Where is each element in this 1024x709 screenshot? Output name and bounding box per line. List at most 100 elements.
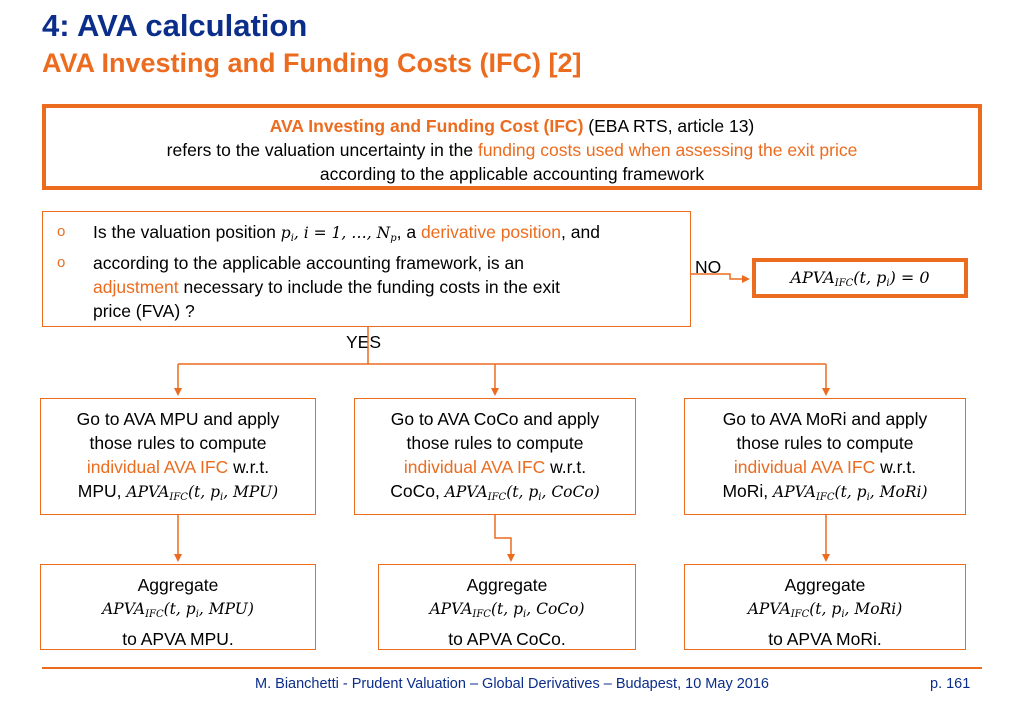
agg-box-formula: APVAIFC(t, pi, MoRi) xyxy=(685,597,965,627)
mid-box-text: w.r.t. xyxy=(228,457,270,477)
math-symbol: APVA xyxy=(747,600,791,618)
no-result-box: APVAIFC(t, pi) = 0 xyxy=(752,258,968,298)
math-subscript: i xyxy=(866,492,870,503)
mid-box-text: MPU, xyxy=(77,481,127,501)
math-symbol: APVA xyxy=(429,600,473,618)
mid-box-line: CoCo, APVAIFC(t, pi, CoCo) xyxy=(355,479,635,510)
page-subtitle: AVA Investing and Funding Costs (IFC) [2… xyxy=(42,48,582,78)
mpu-box: Go to AVA MPU and apply those rules to c… xyxy=(40,398,316,515)
math-symbol: APVA xyxy=(102,600,146,618)
definition-highlight: funding costs used when assessing the ex… xyxy=(477,140,858,160)
agg-box-line: to APVA CoCo. xyxy=(448,629,566,649)
mid-box-text: MoRi, xyxy=(722,481,774,501)
math-args: (t, p xyxy=(187,483,220,501)
mid-box-line: MoRi, APVAIFC(t, pi, MoRi) xyxy=(685,479,965,510)
mid-box-text: w.r.t. xyxy=(545,457,587,477)
math-subscript: IFC xyxy=(790,609,810,620)
definition-text: refers to the valuation uncertainty in t… xyxy=(166,140,478,160)
bullet-icon: o xyxy=(57,254,66,271)
mid-box-formula: APVAIFC(t, pi, MPU) xyxy=(126,483,279,503)
math-args: , CoCo) xyxy=(526,600,585,618)
aggregate-mpu-box: Aggregate APVAIFC(t, pi, MPU) to APVA MP… xyxy=(40,564,316,650)
aggregate-mori-box: Aggregate APVAIFC(t, pi, MoRi) to APVA M… xyxy=(684,564,966,650)
math-subscript: IFC xyxy=(487,492,507,503)
coco-box: Go to AVA CoCo and apply those rules to … xyxy=(354,398,636,515)
mid-box-line: MPU, APVAIFC(t, pi, MPU) xyxy=(41,479,315,510)
page-number: p. 161 xyxy=(930,676,971,692)
mid-box-text: w.r.t. xyxy=(875,457,917,477)
math-args: (t, p xyxy=(163,600,196,618)
math-subscript: p xyxy=(390,233,397,244)
math-symbol: APVA xyxy=(790,267,835,287)
mid-box-highlight: individual AVA IFC xyxy=(86,457,229,477)
mid-box-text: CoCo, xyxy=(390,481,445,501)
arrow-yes-branch xyxy=(178,327,826,365)
arrow-coco-agg xyxy=(494,515,515,562)
math-symbol: APVA xyxy=(444,483,488,501)
math-subscript: i xyxy=(886,277,890,289)
math-args: (t, p xyxy=(809,600,842,618)
question-text: , a xyxy=(396,222,421,242)
math-args: , MoRi) xyxy=(844,600,903,618)
math-subscript: i xyxy=(195,609,199,620)
math-subscript: i xyxy=(841,609,845,620)
question-text-2: according to the applicable accounting f… xyxy=(93,253,524,273)
math-args: (t, p xyxy=(834,483,867,501)
agg-box-formula: APVAIFC(t, pi, CoCo) xyxy=(379,597,635,627)
definition-line-3: according to the applicable accounting f… xyxy=(319,164,705,184)
math-subscript: IFC xyxy=(472,609,491,620)
mid-box-line: those rules to compute xyxy=(736,433,914,453)
arrow-no xyxy=(691,273,750,283)
mid-box-line: those rules to compute xyxy=(89,433,267,453)
agg-box-line: Aggregate xyxy=(784,575,866,595)
mid-box-highlight: individual AVA IFC xyxy=(733,457,876,477)
definition-reference: (EBA RTS, article 13) xyxy=(583,116,755,136)
question-text: Is the valuation position xyxy=(93,222,281,242)
question-line-3: adjustment necessary to include the fund… xyxy=(57,275,682,299)
question-box: o Is the valuation position pi, i = 1, …… xyxy=(42,211,691,327)
math-args: (t, p xyxy=(490,600,524,618)
footer-text: M. Bianchetti - Prudent Valuation – Glob… xyxy=(255,676,769,692)
position-math: pi, i = 1, …, Np xyxy=(280,224,397,244)
math-subscript: IFC xyxy=(834,277,854,289)
definition-line-2: refers to the valuation uncertainty in t… xyxy=(46,138,978,162)
question-line-2: o according to the applicable accounting… xyxy=(57,251,682,275)
question-text-1: Is the valuation position pi, i = 1, …, … xyxy=(93,220,682,251)
no-result-formula: APVAIFC(t, pi) = 0 xyxy=(790,268,929,289)
math-args: (t, p xyxy=(853,267,887,287)
aggregate-coco-box: Aggregate APVAIFC(t, pi, CoCo) to APVA C… xyxy=(378,564,636,650)
mid-box-line: individual AVA IFC w.r.t. xyxy=(41,455,315,479)
agg-box-line: Aggregate xyxy=(466,575,548,595)
math-subscript: i xyxy=(220,492,224,503)
math-args: (t, p xyxy=(506,483,539,501)
definition-term: AVA Investing and Funding Cost (IFC) xyxy=(269,116,584,136)
mid-box-line: Go to AVA MPU and apply xyxy=(76,409,280,429)
math-symbol: p xyxy=(280,224,291,242)
math-args: ) = 0 xyxy=(889,267,930,287)
question-line-4: price (FVA) ? xyxy=(93,301,195,321)
question-highlight: derivative position xyxy=(420,222,562,242)
agg-box-formula: APVAIFC(t, pi, MPU) xyxy=(41,597,315,627)
question-highlight: adjustment xyxy=(93,277,179,297)
mid-box-line: those rules to compute xyxy=(406,433,584,453)
no-label: NO xyxy=(695,257,722,277)
definition-box: AVA Investing and Funding Cost (IFC) (EB… xyxy=(42,104,982,190)
math-args: , MPU) xyxy=(223,483,279,501)
page-title: 4: AVA calculation xyxy=(42,8,308,43)
agg-box-line: to APVA MPU. xyxy=(122,629,234,649)
math-subscript: IFC xyxy=(169,492,188,503)
agg-box-line: Aggregate xyxy=(137,575,219,595)
question-line-1: o Is the valuation position pi, i = 1, …… xyxy=(57,220,682,251)
math-subscript: i xyxy=(523,609,527,620)
math-symbol: APVA xyxy=(773,483,816,501)
mid-box-highlight: individual AVA IFC xyxy=(403,457,546,477)
question-text: necessary to include the funding costs i… xyxy=(178,277,560,297)
math-args: , MPU) xyxy=(198,600,254,618)
math-subscript: IFC xyxy=(815,492,835,503)
mid-box-formula: APVAIFC(t, pi, CoCo) xyxy=(444,483,600,503)
math-symbol: APVA xyxy=(126,483,170,501)
footer-divider xyxy=(42,667,982,669)
mori-box: Go to AVA MoRi and apply those rules to … xyxy=(684,398,966,515)
definition-line-1: AVA Investing and Funding Cost (IFC) (EB… xyxy=(46,114,978,138)
